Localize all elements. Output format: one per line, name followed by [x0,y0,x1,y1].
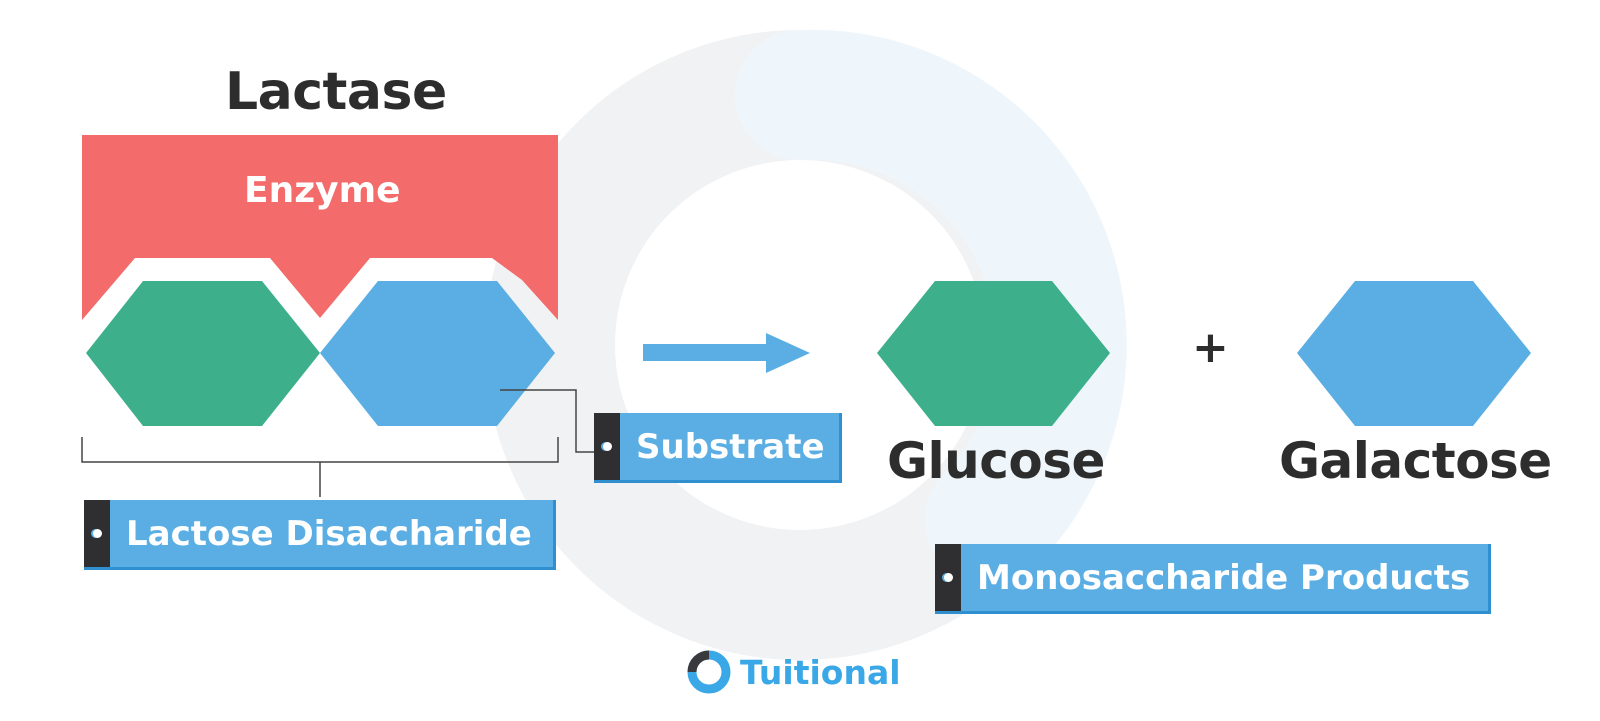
substrate-leader-line [500,389,596,453]
tag-dot-icon [603,441,612,451]
plus-sign: + [1192,322,1229,373]
enzyme-label: Enzyme [244,170,401,211]
substrate-label: Substrate [636,426,825,467]
diagram-title: Lactase [225,62,447,122]
background-ring-blue [735,29,1127,585]
substrate-tag: Substrate [594,413,842,483]
glucose-hexagon [877,281,1110,426]
tag-dot-icon [93,528,102,538]
galactose-label: Galactose [1279,432,1552,490]
glucose-label: Glucose [887,432,1105,490]
lactose-label: Lactose Disaccharide [126,513,532,554]
brand-logo: Tuitional [686,648,901,696]
lactose-tag: Lactose Disaccharide [84,500,556,570]
tag-cap [935,544,961,611]
enzyme-block [82,135,558,320]
galactose-hexagon [1297,281,1531,426]
brand-name: Tuitional [740,652,901,692]
lactose-glucose-hexagon [86,281,320,426]
lactose-bracket [81,437,559,497]
products-tag: Monosaccharide Products [935,544,1491,614]
lactose-galactose-hexagon [320,281,555,426]
ring-logo-icon [687,650,731,694]
tag-cap [84,500,110,567]
tag-dot-icon [944,572,953,582]
products-label: Monosaccharide Products [977,557,1471,598]
tag-cap [594,413,620,480]
reaction-arrow-icon [643,333,810,373]
